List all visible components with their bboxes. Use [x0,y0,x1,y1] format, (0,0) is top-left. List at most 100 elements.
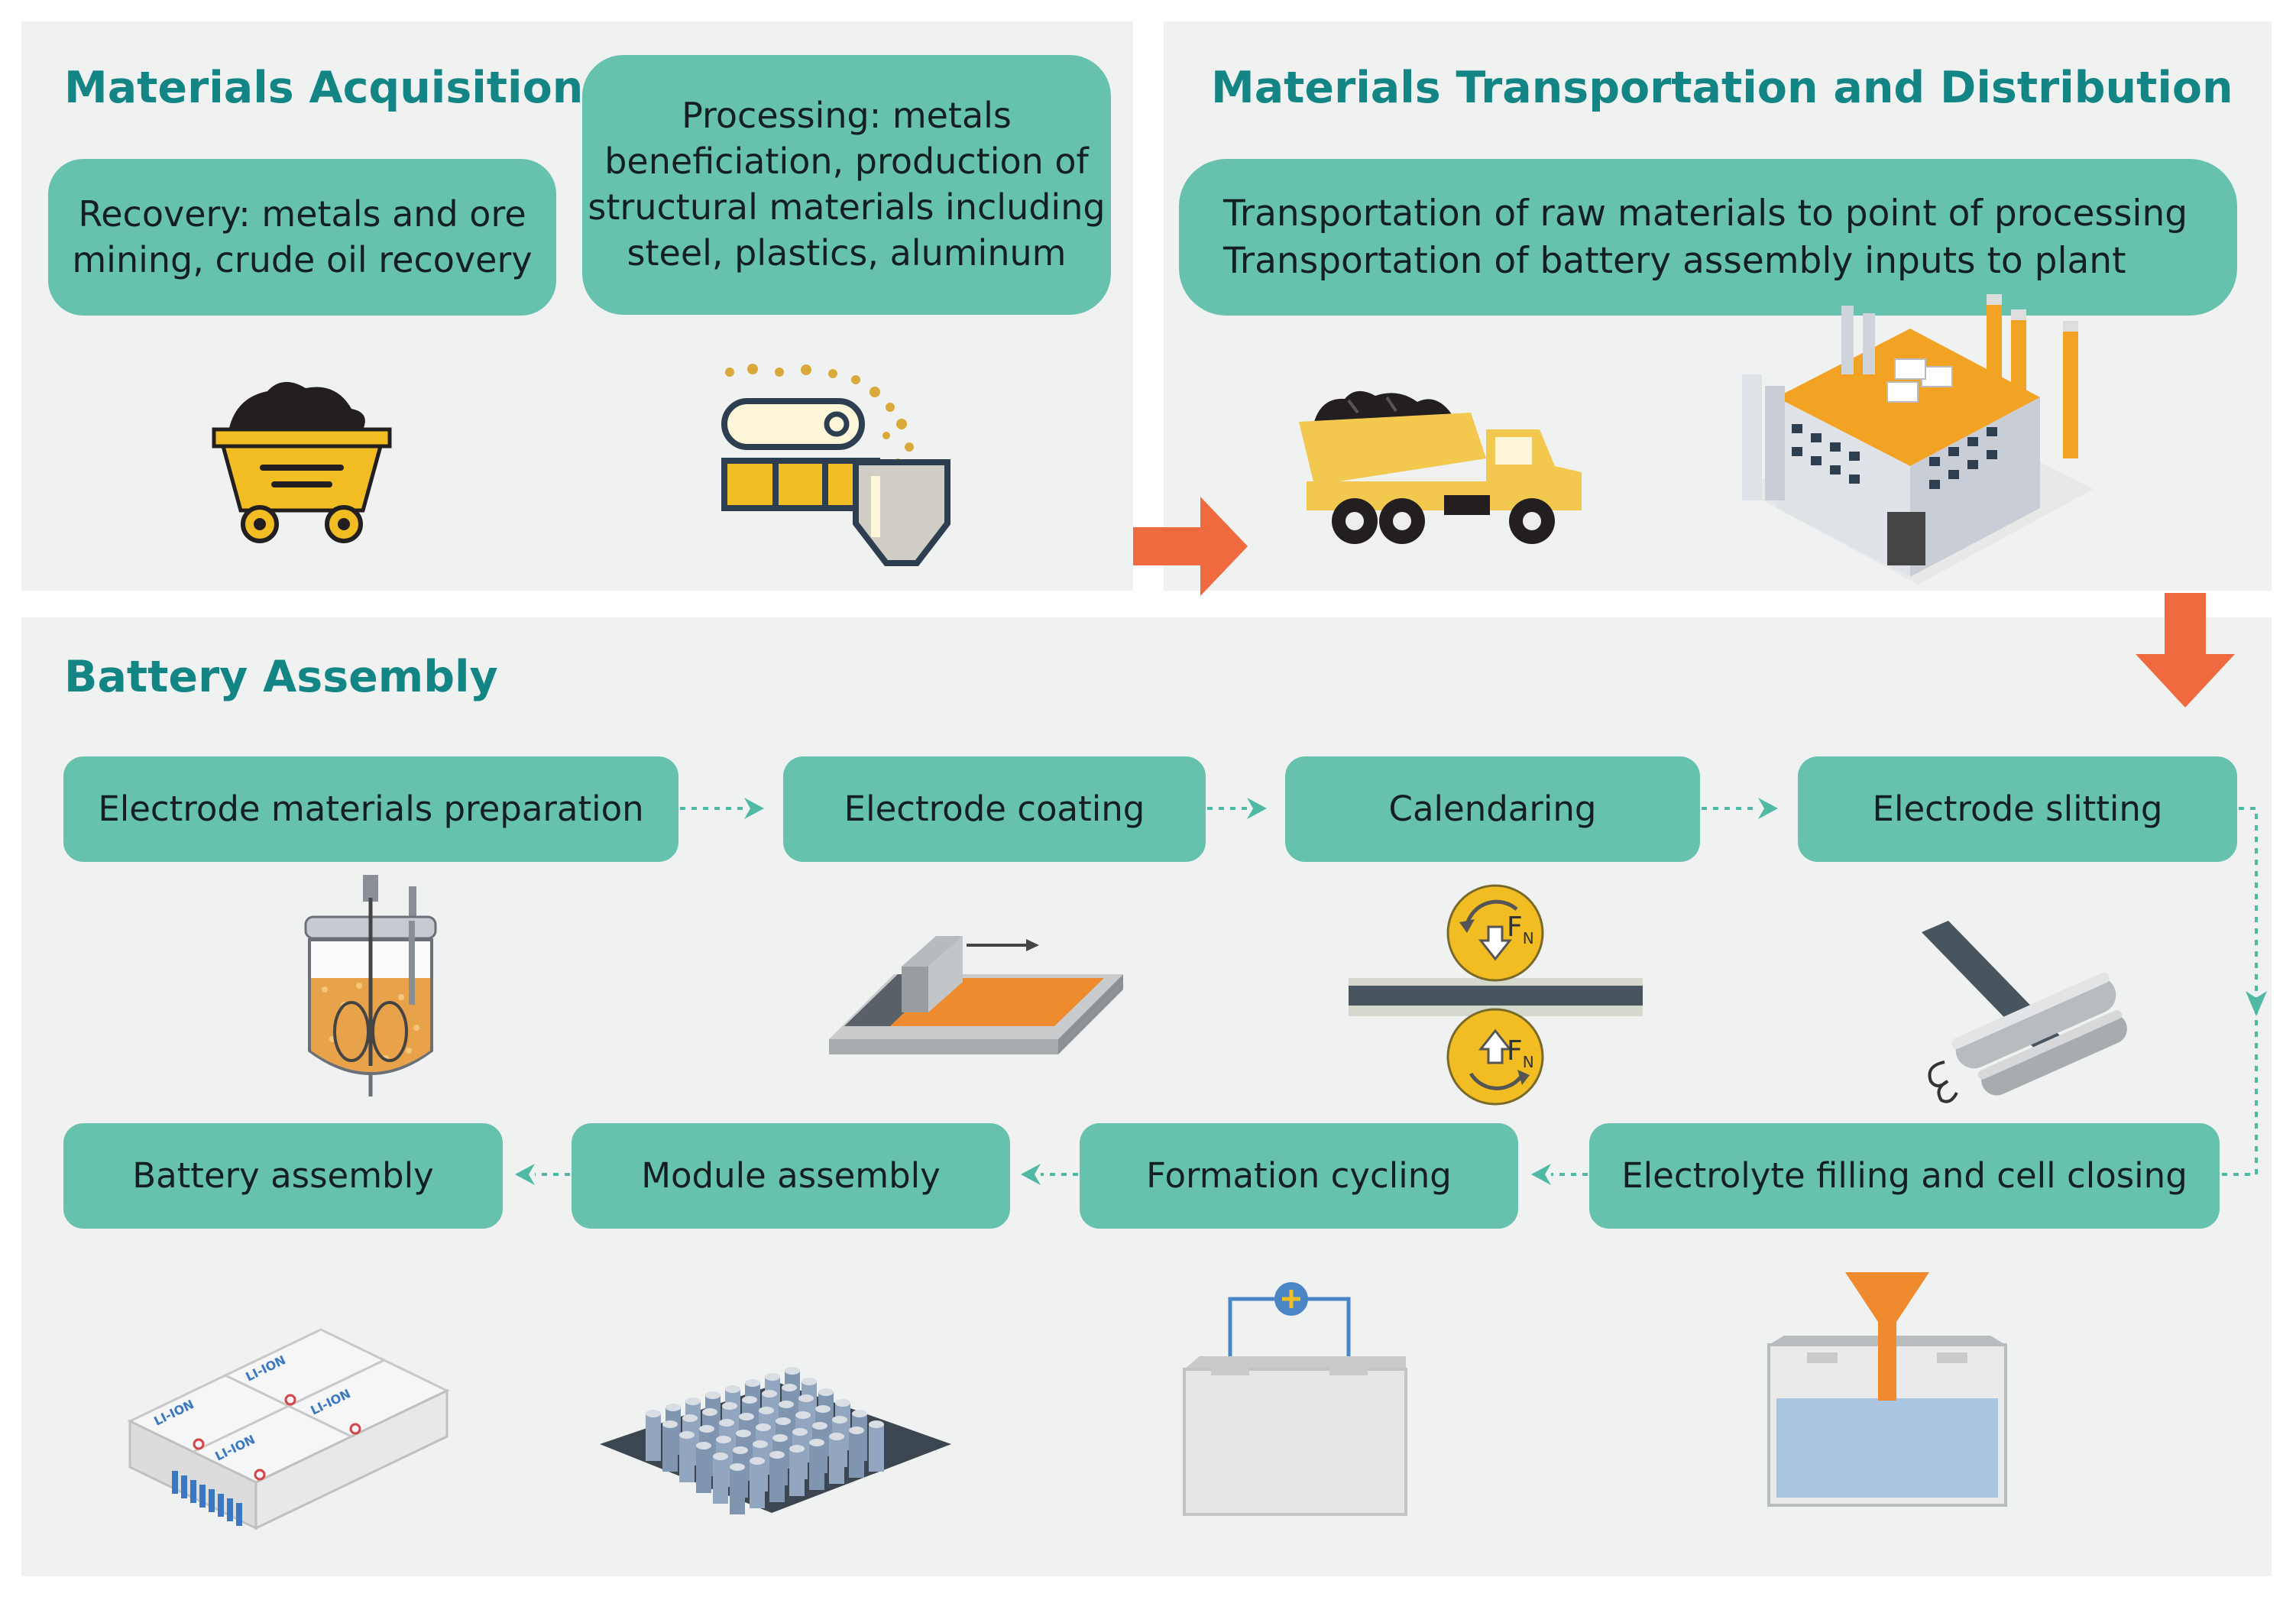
battery-cell-top [812,1422,827,1430]
step-calendaring: Calendaring [1285,756,1700,862]
connector-arrowhead [1021,1164,1041,1185]
processing-line: beneficiation, production of [604,141,1089,183]
battery-cell-top [776,1417,791,1425]
battery-cell-top [696,1442,711,1449]
force-symbol: F [1507,912,1523,943]
battery-cell-top [742,1396,757,1404]
connector-arrowhead [1247,798,1267,819]
recovery-box: Recovery: metals and ore mining, crude o… [48,159,556,316]
battery-cell-top [792,1428,808,1436]
battery-cell-top [782,1384,797,1391]
recovery-line: mining, crude oil recovery [72,238,533,280]
battery-cell-top [835,1399,850,1407]
battery-cell-top [852,1410,867,1417]
processing-machine-icon [721,364,950,566]
battery-cell-top [765,1373,780,1381]
battery-cell [646,1414,661,1461]
battery-cell-top [665,1404,681,1411]
battery-cell-top [795,1411,811,1419]
transportation-text: Transportation of raw materials to point… [1223,190,2188,283]
battery-cell-top [785,1367,800,1375]
battery-cell-top [702,1408,717,1416]
step-module-assembly: Module assembly [572,1123,1010,1229]
battery-cell-top [798,1394,814,1402]
battery-cell-top [716,1436,731,1443]
battery-cell-top [745,1379,760,1387]
battery-pack-icon: LI-ION LI-ION LI-ION LI-ION [127,1328,450,1530]
step-electrode-slitting: Electrode slitting [1798,756,2237,862]
battery-cell-top [733,1446,748,1454]
battery-cell [809,1443,824,1490]
assembly-title: Battery Assembly [64,652,498,702]
step-electrode-coating: Electrode coating [783,756,1206,862]
battery-cell-top [685,1398,701,1405]
battery-cell-top [809,1439,824,1446]
processing-line: Processing: metals [682,95,1012,137]
transportation-line: Transportation of raw materials to point… [1223,193,2188,235]
battery-cell-top [756,1423,771,1431]
battery-cell [849,1430,864,1478]
battery-cell [679,1435,695,1482]
battery-cell-top [662,1420,678,1428]
force-label-bottom: FN [1507,1035,1534,1071]
battery-cell [869,1424,884,1472]
transportation-box: Transportation of raw materials to point… [1179,159,2237,316]
acquisition-title: Materials Acquisition [64,63,584,113]
battery-cell [662,1424,678,1472]
slitting-rollers-icon [1922,921,2127,1103]
battery-cell-top [869,1420,884,1428]
force-label-top: FN [1507,912,1534,947]
force-symbol: F [1507,1035,1523,1067]
arrow-down-icon [2136,593,2235,708]
processing-box: Processing: metals beneficiation, produc… [582,55,1111,315]
battery-cell-top [646,1410,661,1417]
battery-cell [789,1449,805,1496]
battery-cell [730,1467,745,1514]
battery-cell-top [762,1390,777,1398]
step-formation-cycling: Formation cycling [1080,1123,1518,1229]
coating-machine-icon [829,936,1123,1054]
battery-cell-top [719,1419,734,1427]
battery-cell-top [849,1427,864,1434]
battery-cell [829,1436,844,1484]
battery-cell [769,1455,785,1502]
battery-cell-top [739,1413,754,1420]
battery-cell-top [713,1453,728,1460]
battery-cell-top [832,1416,847,1423]
battery-cell-top [730,1463,745,1471]
connector-arrowhead [1531,1164,1551,1185]
step-electrolyte-filling: Electrolyte filling and cell closing [1589,1123,2220,1229]
battery-cell-top [801,1378,817,1385]
battery-cell-top [699,1425,714,1433]
battery-cell [713,1456,728,1504]
processing-line: steel, plastics, aluminum [627,232,1067,274]
battery-cell-top [779,1401,794,1408]
mixing-tank-icon [304,875,437,1096]
battery-cell-top [736,1430,751,1437]
battery-cell-top [829,1433,844,1440]
battery-cell [750,1461,765,1508]
battery-cell-top [725,1385,740,1393]
connector-arrowhead [515,1164,535,1185]
processing-line: structural materials including [588,186,1106,228]
force-subscript: N [1523,929,1534,947]
battery-cell-top [679,1431,695,1439]
cell-array [646,1367,884,1514]
force-subscript: N [1523,1053,1534,1071]
battery-cell-top [815,1405,831,1413]
battery-cell-top [818,1388,834,1396]
battery-cell-top [753,1440,768,1448]
step-battery-assembly: Battery assembly [63,1123,503,1229]
battery-cell-top [789,1445,805,1453]
connector-arrowhead [1758,798,1778,819]
battery-cell [696,1446,711,1493]
battery-cell-top [769,1451,785,1459]
calender-rollers-icon: FN FN [1349,884,1643,1106]
transport-title: Materials Transportation and Distributio… [1211,63,2233,113]
recovery-line: Recovery: metals and ore [78,193,526,235]
step-electrode-materials-preparation: Electrode materials preparation [63,756,678,862]
battery-cell-top [772,1434,788,1442]
processing-text: Processing: metals beneficiation, produc… [588,93,1105,276]
arrow-right-icon [1133,497,1248,596]
